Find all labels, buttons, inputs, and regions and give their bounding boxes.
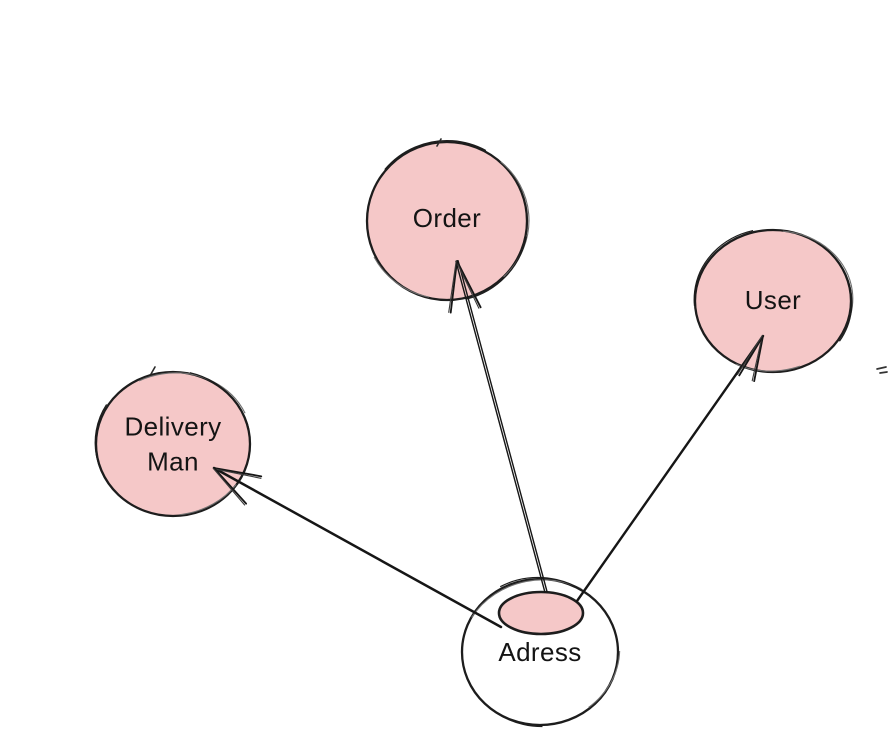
adress-sketch-arc-2	[460, 576, 620, 728]
sketch-tick	[436, 138, 442, 147]
order-sketch-arc-2	[365, 139, 529, 303]
edge-adress-to-order	[455, 260, 546, 593]
user-sketch-arc	[692, 230, 854, 372]
delivery-man-sketch-arc	[93, 372, 253, 516]
edge-adress-to-order	[457, 260, 548, 593]
order-label: Order	[413, 203, 481, 233]
arrowhead-adress-to-user	[737, 335, 763, 375]
arrowhead-adress-to-user	[753, 335, 764, 383]
delivery-man-node	[94, 370, 252, 518]
arrowhead-adress-to-order	[449, 260, 458, 314]
arrowhead-adress-to-delivery-man	[213, 467, 248, 505]
user-label: User	[745, 285, 802, 315]
arrowhead-adress-to-delivery-man	[212, 467, 246, 506]
stray-mark	[876, 366, 887, 370]
edge-adress-to-user	[575, 334, 765, 603]
sketch-tick	[150, 366, 156, 375]
order-sketch-arc	[364, 142, 530, 300]
arrowhead-adress-to-order	[455, 260, 480, 309]
user-node	[693, 228, 853, 374]
adress-label: Adress	[498, 637, 581, 667]
user-sketch-arc-2	[693, 228, 853, 374]
stray-mark	[879, 371, 888, 374]
arrowhead-adress-to-order	[456, 260, 482, 309]
arrowhead-adress-to-user	[751, 335, 763, 382]
arrowhead-adress-to-delivery-man	[213, 468, 262, 479]
edge-adress-to-delivery-man	[212, 466, 503, 629]
arrowhead-adress-to-delivery-man	[213, 467, 263, 478]
adress-inner-ellipse	[497, 590, 585, 636]
delivery-man-label: Man	[147, 447, 199, 477]
delivery-man-label: Delivery	[124, 412, 221, 442]
arrowhead-adress-to-user	[738, 335, 764, 377]
delivery-man-sketch-arc-2	[94, 369, 252, 519]
arrowhead-adress-to-order	[448, 260, 457, 313]
order-node	[365, 140, 529, 302]
adress-sketch-arc	[459, 579, 621, 725]
